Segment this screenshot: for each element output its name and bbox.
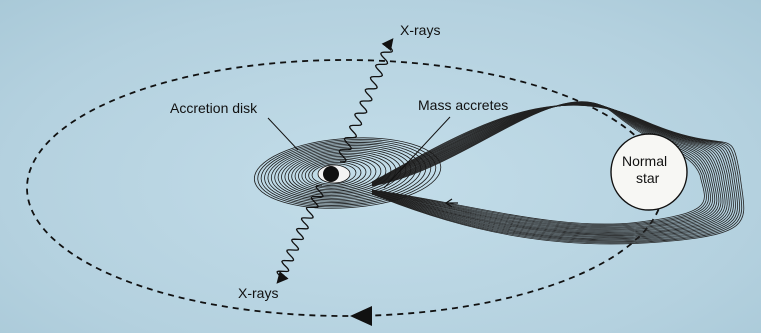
accretion-disk-label: Accretion disk — [170, 100, 258, 116]
accretion-disk-leader — [268, 118, 298, 150]
normal-star-label-line2: star — [636, 170, 660, 186]
compact-object — [323, 166, 339, 182]
mass-accretes-label: Mass accretes — [418, 97, 508, 113]
mass-transfer-stream — [372, 102, 744, 244]
orbit-ellipse — [27, 60, 663, 316]
orbit-direction-arrow — [350, 306, 372, 326]
xray-wave-top — [339, 40, 392, 162]
normal-star-label-line1: Normal — [622, 153, 667, 169]
xrays-label-top: X-rays — [400, 22, 440, 38]
xrays-label-bottom: X-rays — [238, 285, 278, 301]
